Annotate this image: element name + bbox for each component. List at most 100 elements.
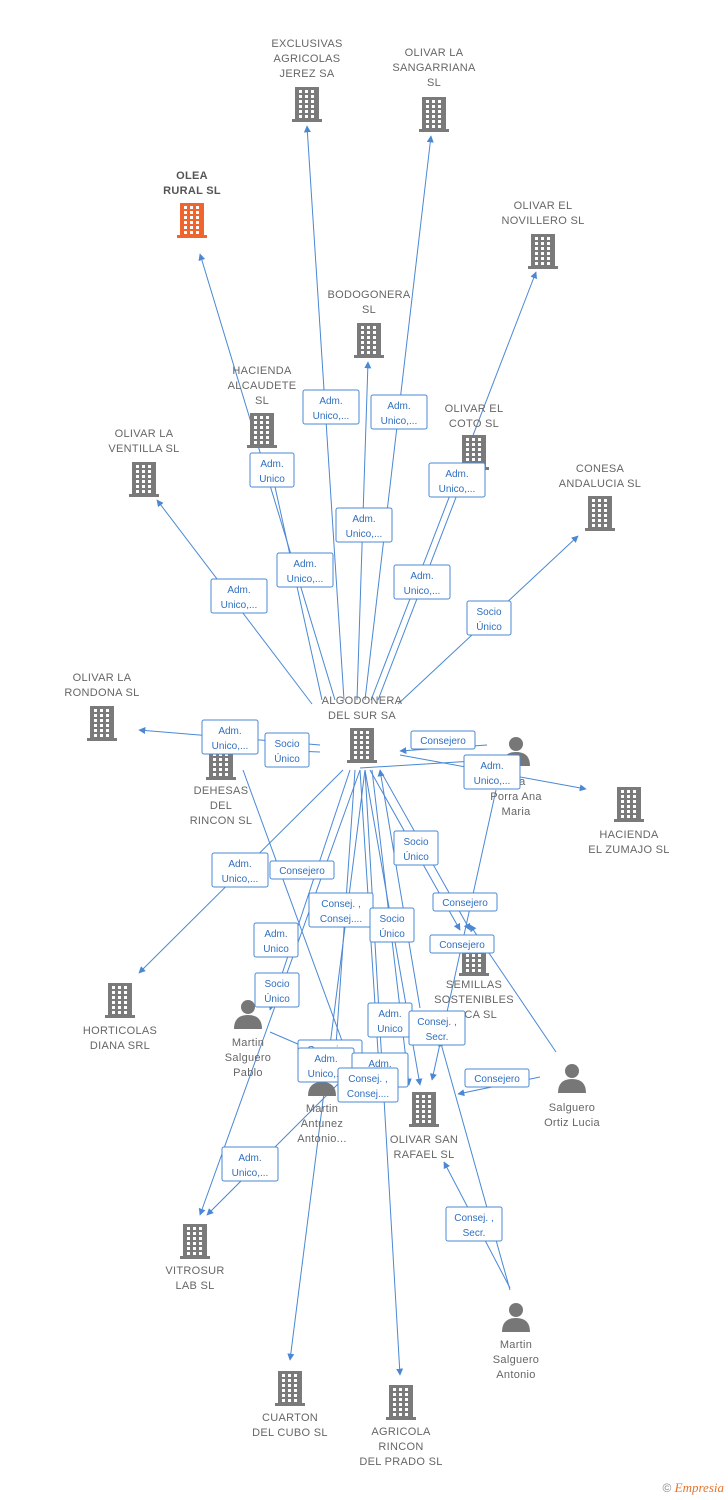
node-label: DEL CUBO SL <box>252 1427 328 1439</box>
edge-label-text: Socio <box>264 979 289 990</box>
edge-label[interactable]: Consej. ,Secr. <box>408 1010 466 1046</box>
edge-label-text: Unico,... <box>404 586 441 597</box>
edge-label[interactable]: Consejero <box>429 934 495 954</box>
edge-label-text: Único <box>476 620 502 633</box>
node-label: VENTILLA SL <box>108 443 179 455</box>
edge-label-box <box>445 1206 503 1242</box>
company-node-ventilla[interactable]: OLIVAR LA VENTILLA SL <box>108 428 179 497</box>
edge-label[interactable]: Adm.Unico <box>253 922 299 958</box>
edge-label[interactable]: Adm.Unico,... <box>335 507 393 543</box>
edge-label[interactable]: Adm.Unico,... <box>276 552 334 588</box>
building-icon <box>129 462 159 497</box>
company-node-cuarton[interactable]: CUARTON DEL CUBO SL <box>252 1371 328 1439</box>
node-label: LAB SL <box>175 1280 214 1292</box>
edge-label[interactable]: Adm. Unico,... <box>201 719 259 755</box>
node-label: Ortiz Lucia <box>544 1117 600 1129</box>
edge-label-text: Consej. , <box>417 1017 456 1028</box>
edge-label[interactable]: Adm.Unico,... <box>463 754 521 790</box>
node-label: Pablo <box>233 1067 263 1079</box>
edge-labels-layer: Adm.Unico,...Adm.Unico,...Adm.UnicoAdm.U… <box>201 389 530 1242</box>
building-icon <box>177 203 207 238</box>
edge-label-box <box>221 1146 279 1182</box>
edge-label[interactable]: Adm.Unico,... <box>302 389 360 425</box>
edge-label[interactable]: Adm.Unico,... <box>221 1146 279 1182</box>
copyright-symbol: © <box>662 1481 672 1495</box>
edge-line <box>377 769 421 1009</box>
edge-label-box <box>408 1010 466 1046</box>
edge-label-text: Adm. <box>314 1054 337 1065</box>
building-icon <box>180 1224 210 1259</box>
edge-label[interactable]: Adm.Unico,... <box>370 394 428 430</box>
edge-label-text: Adm. <box>228 859 251 870</box>
edge-label-text: Adm. <box>387 401 410 412</box>
edge-label[interactable]: Adm.Unico <box>367 1002 413 1038</box>
edge-label-text: Adm. <box>352 514 375 525</box>
edge-label[interactable]: Consej. ,Consej.... <box>308 892 374 928</box>
edge-label-text: Único <box>274 752 300 765</box>
edge-label[interactable]: Consejero <box>410 730 476 750</box>
edge-label[interactable]: Consejero <box>464 1068 530 1088</box>
edge-label[interactable]: Adm.Unico <box>249 452 295 488</box>
edge-label[interactable]: Adm.Unico,... <box>428 462 486 498</box>
node-label: SANGARRIANA <box>392 62 476 74</box>
person-icon <box>502 1303 530 1332</box>
watermark[interactable]: © Empresia <box>662 1480 724 1496</box>
edge-label-text: Socio <box>274 739 299 750</box>
edge-label[interactable]: Consejero <box>269 860 335 880</box>
edge-label-box <box>393 564 451 600</box>
node-label: OLIVAR EL <box>514 200 573 212</box>
edge-label-text: Consejero <box>279 866 325 877</box>
edge-label[interactable]: Adm.Unico,... <box>393 564 451 600</box>
edge-label-text: Unico <box>377 1024 403 1035</box>
edge-label-box <box>432 892 498 912</box>
building-icon <box>292 87 322 122</box>
node-label: HACIENDA <box>232 365 292 377</box>
edge-label-text: Unico,... <box>212 741 249 752</box>
edge-label-text: Único <box>403 850 429 863</box>
building-icon <box>585 496 615 531</box>
edge-label-text: Unico <box>263 944 289 955</box>
edge-label[interactable]: Consejero <box>432 892 498 912</box>
building-icon <box>354 323 384 358</box>
edge-label-box <box>466 600 512 636</box>
edge-label-text: Unico,... <box>308 1069 345 1080</box>
edge-label-text: Unico,... <box>313 411 350 422</box>
building-icon <box>614 787 644 822</box>
node-label: Martin <box>232 1037 264 1049</box>
node-label: JEREZ SA <box>280 68 335 80</box>
node-label: OLIVAR LA <box>115 428 174 440</box>
node-label: RAFAEL SL <box>394 1149 455 1161</box>
edge-label[interactable]: Consej. ,Consej.... <box>337 1067 399 1103</box>
edge-label-box <box>337 1067 399 1103</box>
edge-label[interactable]: Consej. ,Secr. <box>445 1206 503 1242</box>
edge-label[interactable]: Adm.Unico,... <box>211 852 269 888</box>
node-label: CUARTON <box>262 1412 318 1424</box>
edge-label-text: Adm. <box>218 726 241 737</box>
edge-label[interactable]: Adm.Unico,... <box>210 578 268 614</box>
